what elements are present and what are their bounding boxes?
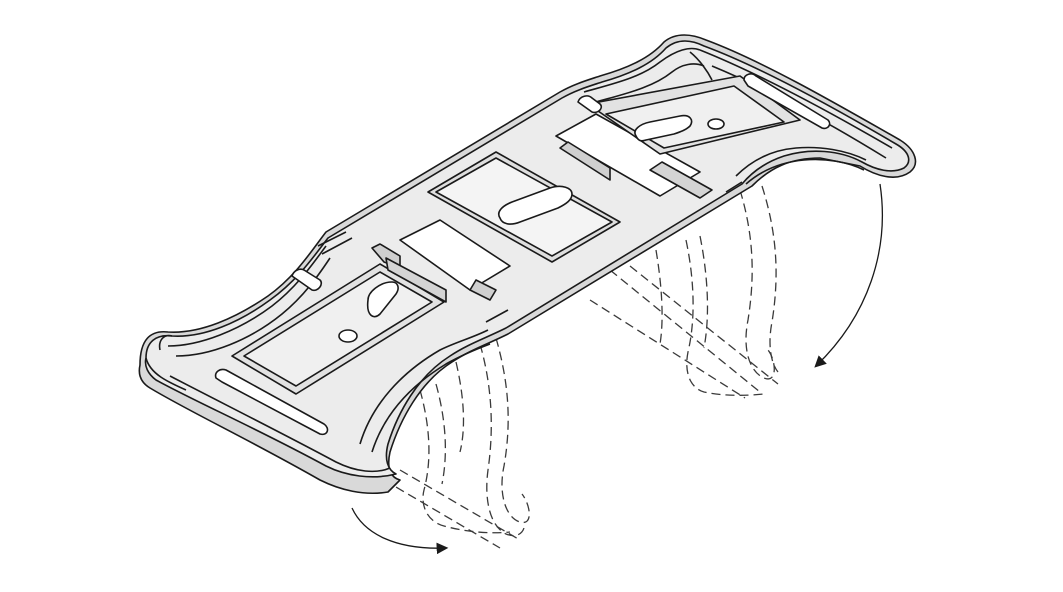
folded-tab-right-dashed bbox=[589, 185, 779, 399]
left-tab-hole bbox=[338, 329, 358, 343]
left-end-hook bbox=[145, 334, 187, 391]
left-tab-slot-3 bbox=[291, 268, 323, 292]
right-tab-slot-3 bbox=[577, 95, 603, 114]
right-tab-hole bbox=[707, 118, 725, 130]
left-end-rim bbox=[167, 245, 327, 347]
groove-left-1 bbox=[317, 231, 353, 255]
center-slot bbox=[497, 185, 573, 225]
left-window bbox=[399, 219, 511, 291]
groove-mid bbox=[485, 181, 743, 323]
right-upper-curve-inner bbox=[595, 63, 705, 103]
fold-arrow-right bbox=[814, 183, 883, 368]
right-tab-slot-2 bbox=[743, 73, 831, 130]
right-curve-rim-inner bbox=[745, 158, 865, 185]
right-curve-rim bbox=[735, 146, 867, 177]
fold-arrow-left bbox=[351, 507, 449, 555]
left-window-wall-2 bbox=[469, 279, 497, 301]
left-tab-rail bbox=[385, 257, 447, 303]
left-tab-slot bbox=[366, 281, 399, 318]
mounting-bracket bbox=[138, 34, 917, 495]
left-end-lower-rim bbox=[169, 375, 391, 473]
left-curve-rim bbox=[359, 329, 489, 445]
right-tab-slot bbox=[634, 114, 693, 142]
left-end-rim-inner bbox=[175, 257, 331, 357]
left-tab-slot-2 bbox=[214, 368, 329, 436]
right-window-wall bbox=[559, 141, 611, 181]
left-curve-rim-inner bbox=[371, 343, 491, 453]
right-upper-curve bbox=[583, 47, 701, 93]
right-step bbox=[649, 161, 713, 199]
